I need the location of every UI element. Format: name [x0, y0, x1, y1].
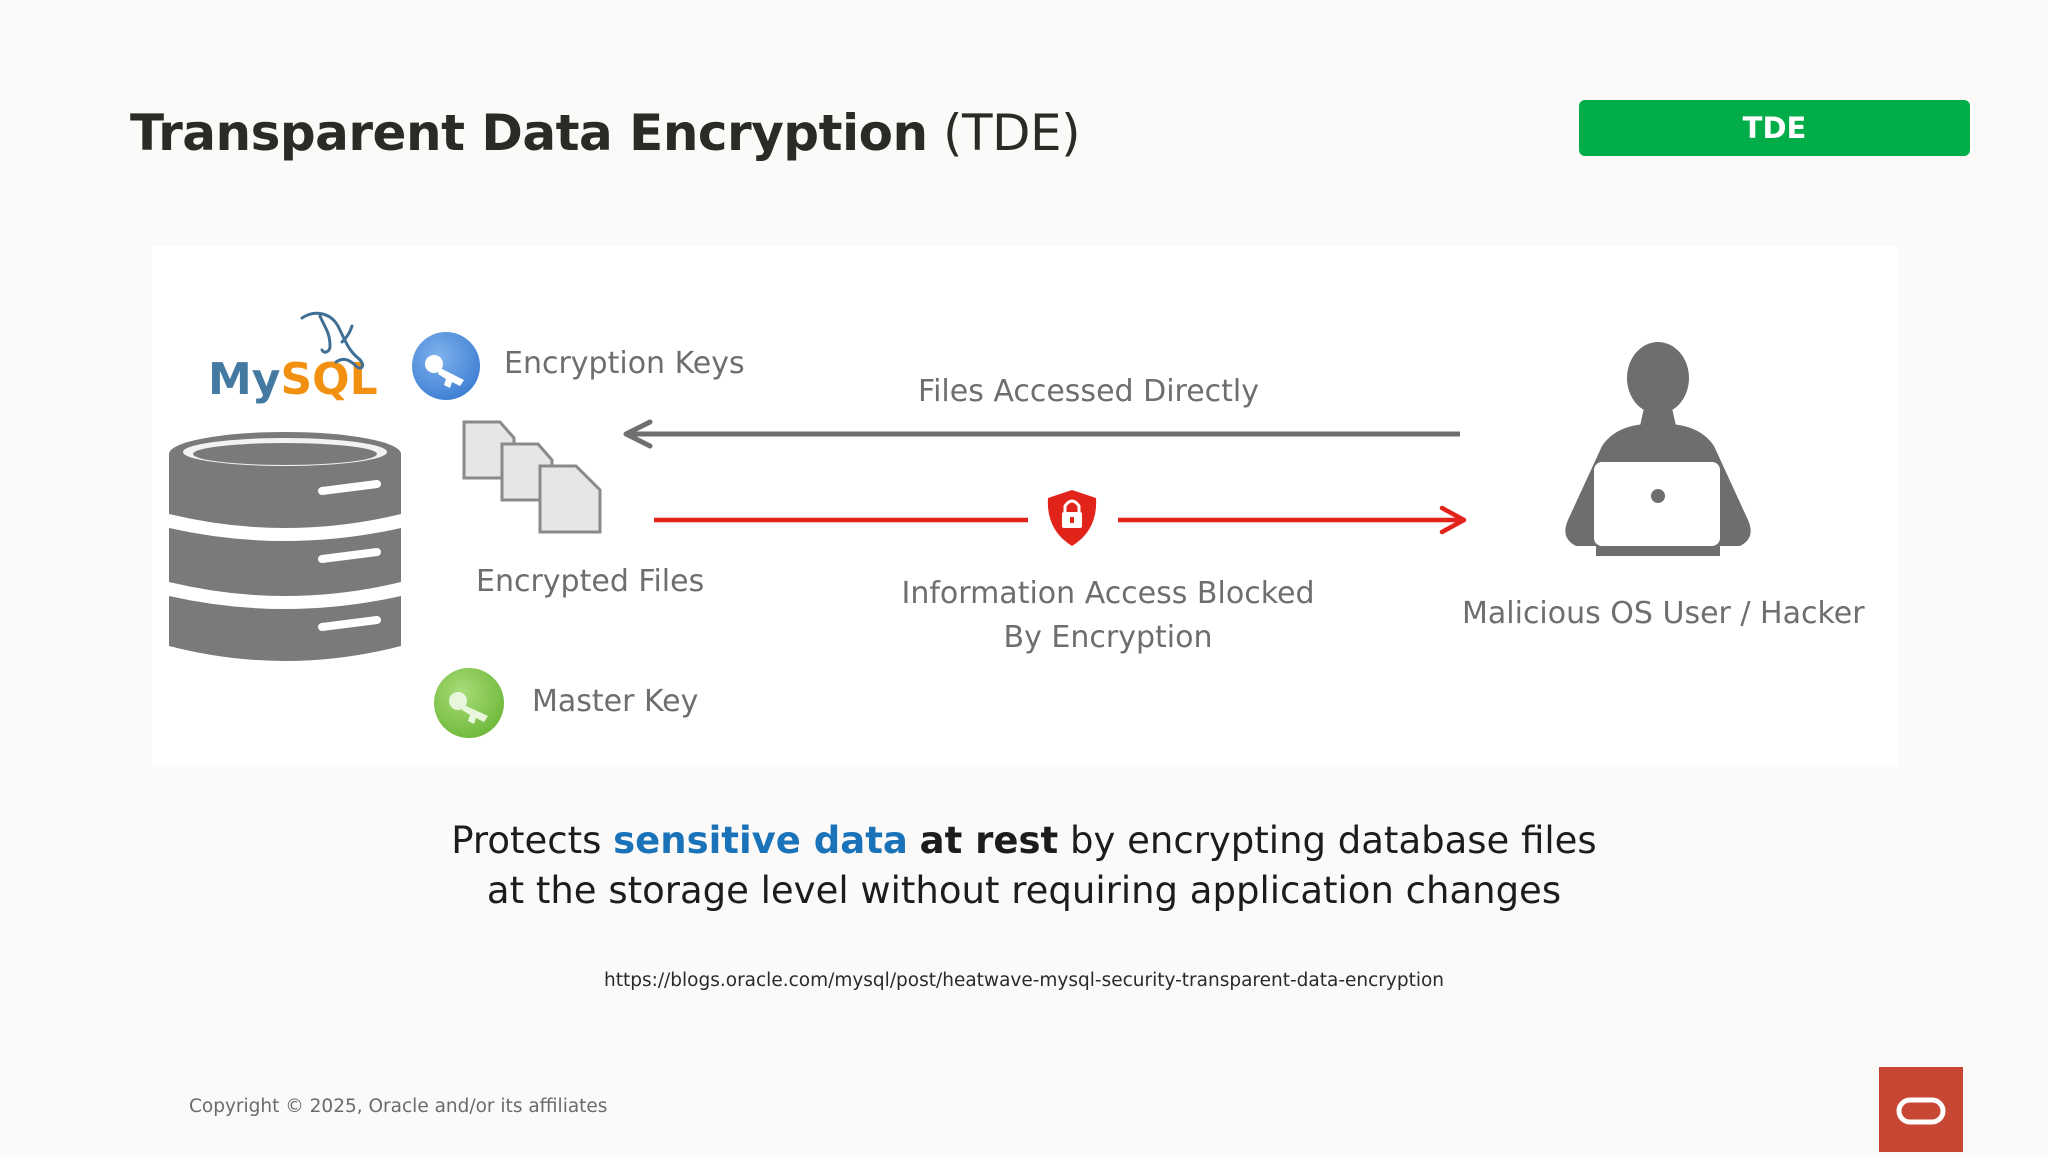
encrypted-files-icon: [462, 420, 602, 534]
title-suffix: (TDE): [943, 104, 1081, 162]
encryption-key-icon: [412, 332, 480, 400]
copyright: Copyright © 2025, Oracle and/or its affi…: [189, 1096, 608, 1117]
diagram-graphics: MySQL: [169, 311, 1751, 738]
database-icon: [169, 432, 401, 661]
caption-text-3: by encrypting database files: [1058, 819, 1597, 862]
tde-badge: TDE: [1579, 100, 1970, 156]
encryption-keys-label: Encryption Keys: [504, 346, 745, 381]
files-accessed-label: Files Accessed Directly: [918, 374, 1260, 409]
blocked-label-line1: Information Access Blocked: [901, 576, 1315, 611]
caption-bold: at rest: [919, 819, 1059, 862]
hacker-label: Malicious OS User / Hacker: [1462, 596, 1865, 631]
blocked-label: Information Access Blocked By Encryption: [858, 572, 1358, 660]
encrypted-files-label: Encrypted Files: [476, 564, 705, 599]
oracle-ring-icon: [1896, 1097, 1946, 1125]
caption-highlight: sensitive data: [613, 819, 908, 862]
source-url: https://blogs.oracle.com/mysql/post/heat…: [603, 970, 1445, 991]
shield-lock-icon: [1047, 490, 1097, 546]
dolphin-icon: [300, 311, 364, 370]
caption-line2: at the storage level without requiring a…: [486, 869, 1562, 912]
title-bold: Transparent Data Encryption: [130, 104, 928, 162]
hacker-icon: [1565, 342, 1751, 556]
page-title: Transparent Data Encryption (TDE): [130, 104, 1081, 162]
master-key-label: Master Key: [532, 684, 699, 719]
access-blocked-arrow: [654, 505, 1467, 535]
tde-diagram: MySQL: [152, 246, 1898, 767]
caption-space: [908, 819, 920, 862]
caption-line1: Protects sensitive data at rest by encry…: [0, 816, 2048, 866]
files-accessed-arrow: [623, 419, 1460, 449]
blocked-label-line2: By Encryption: [1003, 620, 1213, 655]
mysql-logo-my: My: [208, 354, 280, 405]
caption: Protects sensitive data at rest by encry…: [0, 816, 2048, 916]
caption-text-1: Protects: [451, 819, 614, 862]
master-key-icon: [434, 668, 504, 738]
oracle-logo: [1879, 1067, 1963, 1152]
